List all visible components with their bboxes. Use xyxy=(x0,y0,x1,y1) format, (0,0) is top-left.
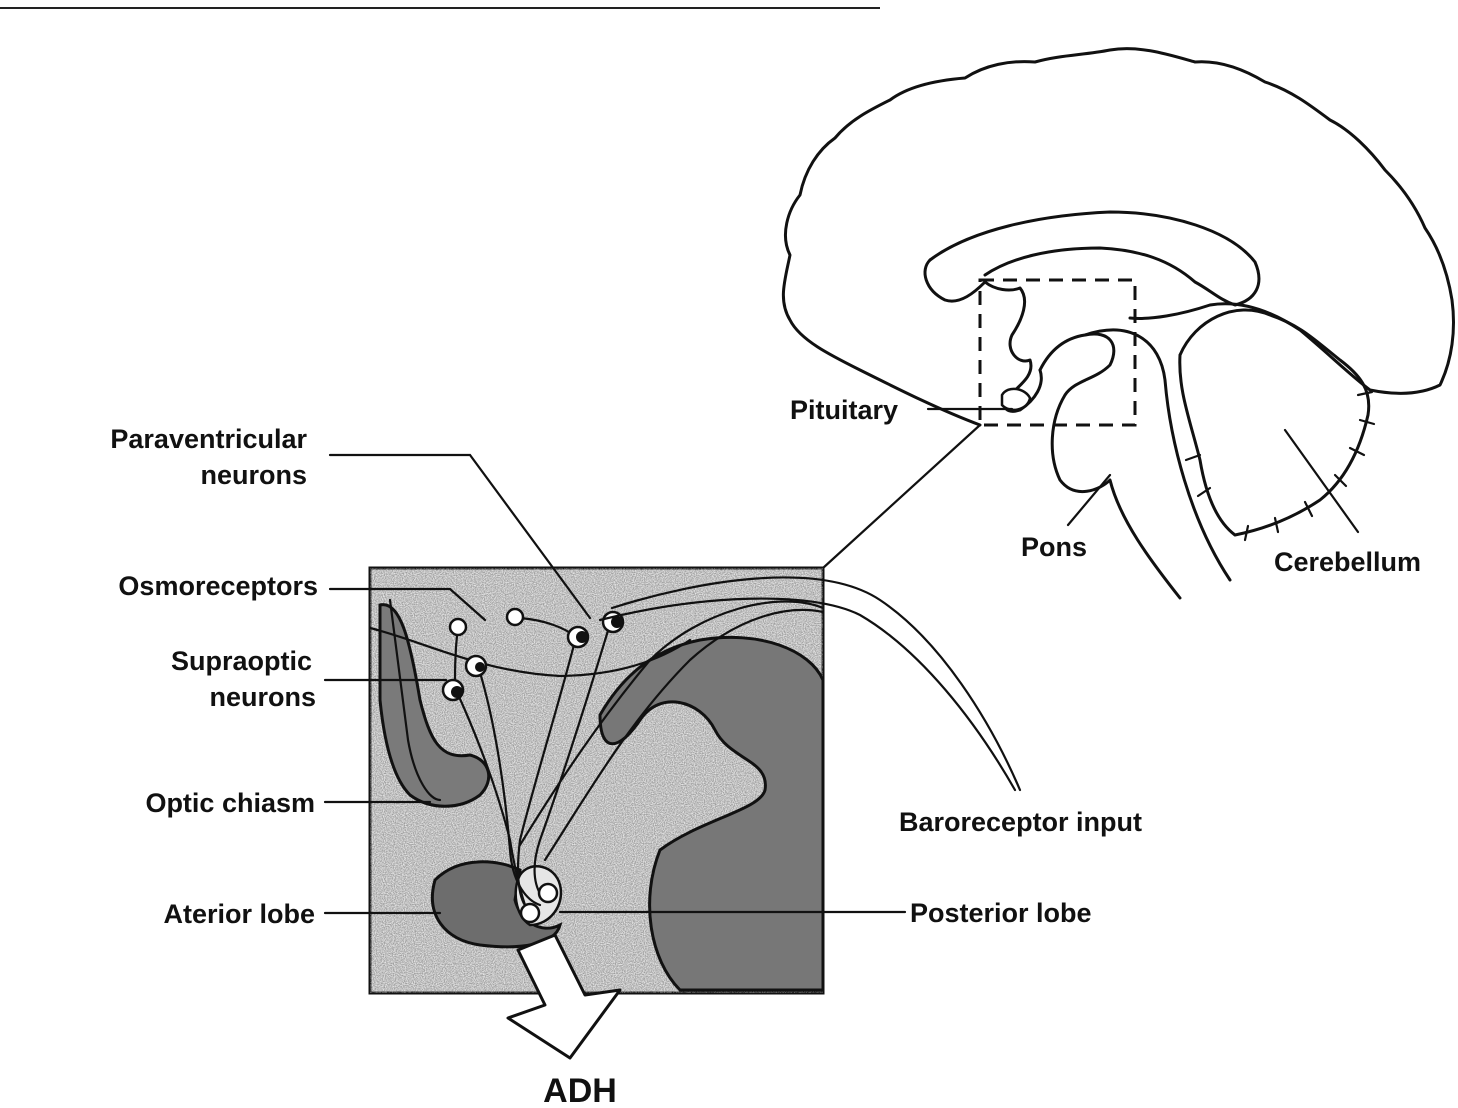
leader-cerebellum xyxy=(1285,430,1358,532)
label-anterior-lobe: Aterior lobe xyxy=(163,899,315,929)
label-supraoptic-1: Supraoptic xyxy=(171,646,312,676)
label-cerebellum: Cerebellum xyxy=(1274,547,1421,577)
corpus-callosum-lower xyxy=(925,260,985,301)
cerebellum-outline xyxy=(1180,310,1369,535)
hypothalamus-inset xyxy=(370,425,1020,1058)
label-pituitary: Pituitary xyxy=(790,395,898,425)
label-posterior-lobe: Posterior lobe xyxy=(910,898,1092,928)
label-adh: ADH xyxy=(543,1072,617,1108)
label-baroreceptor-input: Baroreceptor input xyxy=(899,807,1142,837)
label-pons: Pons xyxy=(1021,532,1087,562)
label-optic-chiasm: Optic chiasm xyxy=(145,788,315,818)
brain-sagittal-outline xyxy=(783,49,1453,598)
label-supraoptic-2: neurons xyxy=(209,682,316,712)
cerebellum-folia xyxy=(1186,392,1374,540)
label-paraventricular-1: Paraventricular xyxy=(110,424,307,454)
pituitary-gland xyxy=(1002,389,1030,410)
label-paraventricular-2: neurons xyxy=(200,460,307,490)
label-osmoreceptors: Osmoreceptors xyxy=(118,571,318,601)
leader-pons xyxy=(1068,475,1110,525)
cerebrum-outline xyxy=(783,49,1453,425)
